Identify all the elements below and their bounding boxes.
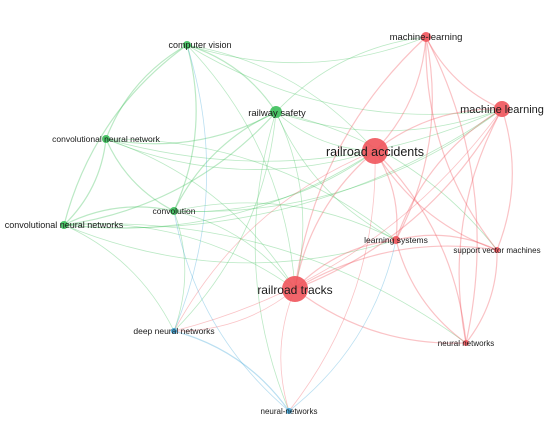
edge-railway-safety-convolution	[173, 111, 277, 212]
edge-machine-learning-hyphen-machine-learning	[425, 36, 503, 110]
node-railroad-tracks[interactable]	[282, 276, 308, 302]
edge-machine-learning-hyphen-svm	[425, 36, 498, 251]
edge-cnns-machine-learning	[63, 108, 503, 229]
edge-computer-vision-cnn	[105, 44, 188, 140]
node-svm[interactable]	[494, 247, 500, 253]
edge-convolution-deep-nn	[173, 210, 186, 332]
node-computer-vision[interactable]	[183, 41, 191, 49]
edge-cnn-railroad-tracks	[105, 138, 296, 290]
edge-deep-nn-neural-networks-blue	[173, 330, 290, 412]
node-label-deep-nn: deep neural networks	[133, 326, 214, 336]
edge-cnns-deep-nn	[63, 224, 175, 332]
edge-computer-vision-machine-learning-hyphen	[186, 36, 427, 64]
edge-svm-neural-networks-red	[465, 249, 498, 344]
node-neural-networks-blue[interactable]	[286, 408, 292, 414]
node-label-railway-safety: railway safety	[248, 108, 306, 119]
node-label-svm: support vector machines	[453, 246, 540, 255]
edge-computer-vision-railroad-accidents	[186, 44, 376, 152]
node-label-machine-learning-hyphen: machine-learning	[390, 32, 463, 43]
edge-machine-learning-hyphen-railroad-tracks	[294, 36, 427, 290]
node-label-cnns: convolutional neural networks	[5, 220, 124, 230]
node-convolution[interactable]	[170, 207, 178, 215]
edge-railway-safety-svm	[275, 111, 498, 251]
edge-machine-learning-hyphen-neural-networks-red	[425, 36, 478, 344]
edge-computer-vision-railway-safety	[186, 44, 277, 113]
edge-railway-safety-neural-networks-blue	[254, 111, 290, 412]
node-deep-nn[interactable]	[171, 328, 177, 334]
node-neural-networks-red[interactable]	[463, 340, 469, 346]
edge-convolution-machine-learning	[173, 108, 503, 212]
edge-cnn-machine-learning	[105, 108, 503, 162]
node-layer	[60, 32, 510, 414]
edge-machine-learning-hyphen-railroad-accidents	[374, 36, 427, 152]
node-label-cnn: convolutional neural network	[52, 134, 160, 144]
node-learning-systems[interactable]	[392, 236, 400, 244]
edge-railway-safety-machine-learning	[275, 108, 503, 132]
edge-convolution-learning-systems	[173, 202, 397, 241]
edge-cnn-convolution	[105, 138, 175, 212]
edge-railroad-tracks-deep-nn	[173, 288, 296, 332]
edge-railway-safety-deep-nn	[173, 111, 277, 332]
edge-machine-learning-learning-systems	[395, 108, 503, 241]
edge-machine-learning-hyphen-learning-systems	[395, 36, 433, 241]
edge-convolution-railroad-tracks	[173, 210, 296, 290]
edge-railroad-accidents-neural-networks-blue	[288, 150, 376, 412]
edge-railway-safety-cnns	[63, 111, 277, 226]
node-machine-learning[interactable]	[494, 101, 510, 117]
edge-neural-networks-blue-learning-systems	[288, 239, 397, 412]
edge-railroad-accidents-neural-networks-red	[374, 150, 467, 344]
edge-deep-nn-computer-vision	[173, 44, 208, 332]
edge-computer-vision-convolution	[173, 44, 197, 212]
node-label-learning-systems: learning systems	[364, 235, 428, 245]
edge-layer	[63, 36, 513, 412]
node-label-railroad-tracks: railroad tracks	[257, 283, 332, 297]
node-machine-learning-hyphen[interactable]	[421, 32, 431, 42]
edge-railroad-accidents-railroad-tracks	[294, 150, 376, 290]
node-cnns[interactable]	[60, 221, 68, 229]
edge-railway-safety-railroad-tracks	[275, 111, 304, 290]
edge-railway-safety-machine-learning-hyphen	[275, 36, 427, 113]
edge-railroad-tracks-svm	[294, 245, 498, 290]
edge-learning-systems-svm	[395, 234, 498, 251]
node-label-railroad-accidents: railroad accidents	[326, 145, 424, 159]
node-railway-safety[interactable]	[270, 106, 282, 118]
edge-cnn-railroad-accidents	[105, 138, 376, 170]
edge-computer-vision-railroad-tracks	[186, 44, 296, 290]
edge-cnn-cnns	[63, 138, 107, 226]
edge-cnns-learning-systems	[63, 224, 397, 264]
edge-railroad-tracks-neural-networks-blue	[280, 288, 296, 412]
edge-cnns-neural-networks-red	[63, 223, 467, 344]
edge-railroad-tracks-neural-networks-red	[294, 288, 467, 344]
edge-cnn-learning-systems	[105, 138, 397, 241]
node-cnn[interactable]	[102, 135, 110, 143]
edge-railroad-accidents-svm	[374, 150, 498, 251]
node-label-machine-learning: machine learning	[460, 104, 544, 116]
edge-neural-networks-blue-convolution	[173, 210, 290, 412]
edge-machine-learning-svm	[496, 108, 513, 251]
edge-railway-safety-cnn	[105, 111, 277, 145]
edge-machine-learning-neural-networks-red	[458, 108, 503, 344]
edge-computer-vision-machine-learning	[186, 44, 503, 115]
edge-cnns-railroad-accidents	[63, 150, 376, 229]
edge-machine-learning-deep-nn	[173, 108, 503, 332]
edge-railroad-accidents-deep-nn	[173, 150, 376, 332]
label-layer: computer vision railway safety convolution…	[5, 32, 544, 416]
edge-convolution-railroad-accidents	[173, 150, 376, 212]
edge-railway-safety-learning-systems	[275, 111, 397, 241]
node-label-convolution: convolution	[152, 206, 195, 216]
edge-machine-learning-railroad-accidents	[374, 108, 503, 152]
node-railroad-accidents[interactable]	[362, 138, 388, 164]
node-label-neural-networks-red: neural networks	[438, 339, 494, 348]
node-label-computer-vision: computer vision	[168, 40, 231, 50]
edge-computer-vision-cnns	[63, 44, 188, 226]
edge-convolution-cnns	[63, 206, 175, 226]
edge-cnns-railroad-tracks	[63, 223, 296, 290]
edge-machine-learning-railroad-tracks	[294, 108, 503, 290]
node-label-neural-networks-blue: neural-networks	[261, 407, 318, 416]
edge-learning-systems-neural-networks-red	[395, 239, 467, 344]
